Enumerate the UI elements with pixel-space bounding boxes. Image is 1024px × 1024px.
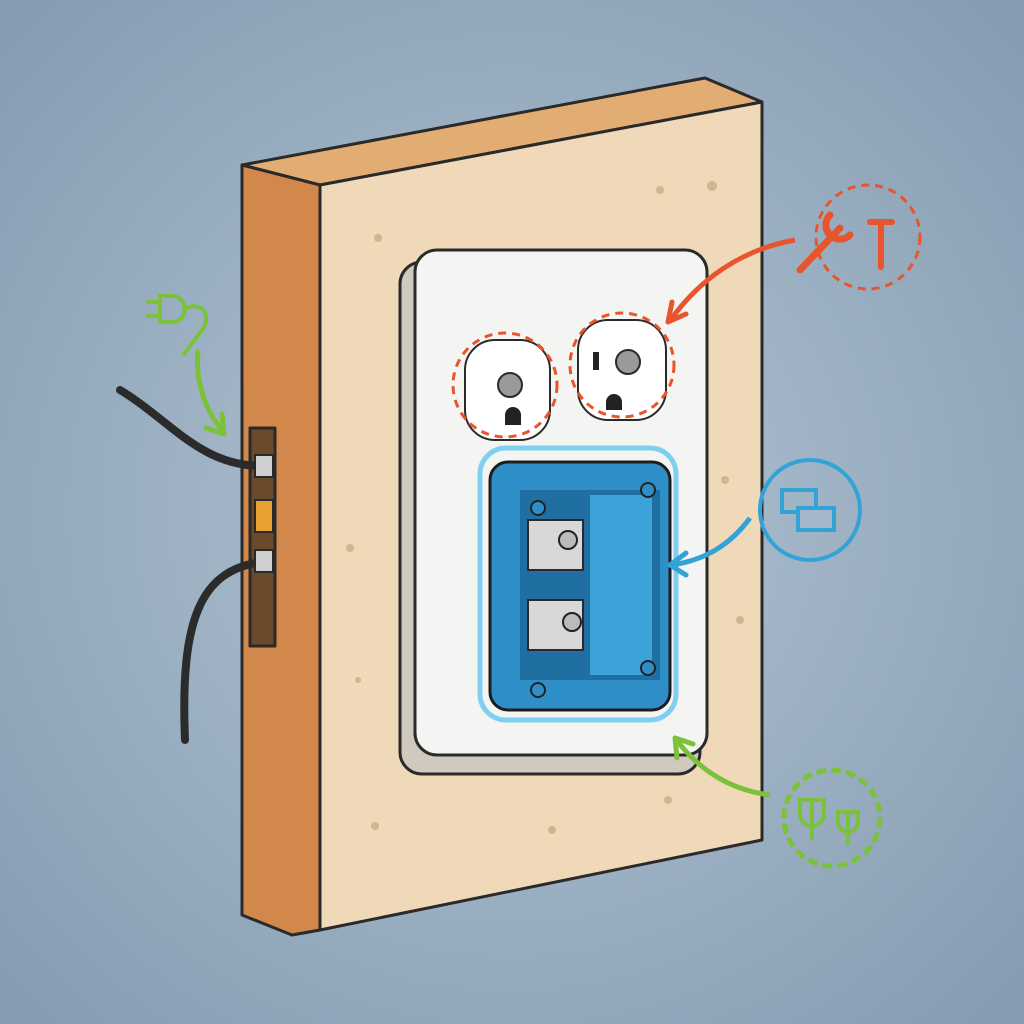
highlight-ring-right [568,311,676,419]
cable-lower [180,558,266,744]
plug-badge-icon [672,735,883,869]
wrench-screw-icon [665,183,922,325]
arrow-orange [669,237,796,320]
cables [116,386,266,744]
electrical-box [477,445,679,723]
box-replace-icon [667,458,862,578]
highlight-ring-left [451,331,559,439]
arrow-green [676,740,771,798]
arrow-green-left [194,349,225,433]
receptacle-right [568,311,676,421]
plug-icon [146,294,227,437]
wood-stud-side [240,163,322,937]
receptacle-left [451,331,559,441]
cable-upper [116,386,266,470]
drywall-specks [346,181,744,834]
arrow-blue [671,516,753,568]
cable-connectors [254,454,274,573]
